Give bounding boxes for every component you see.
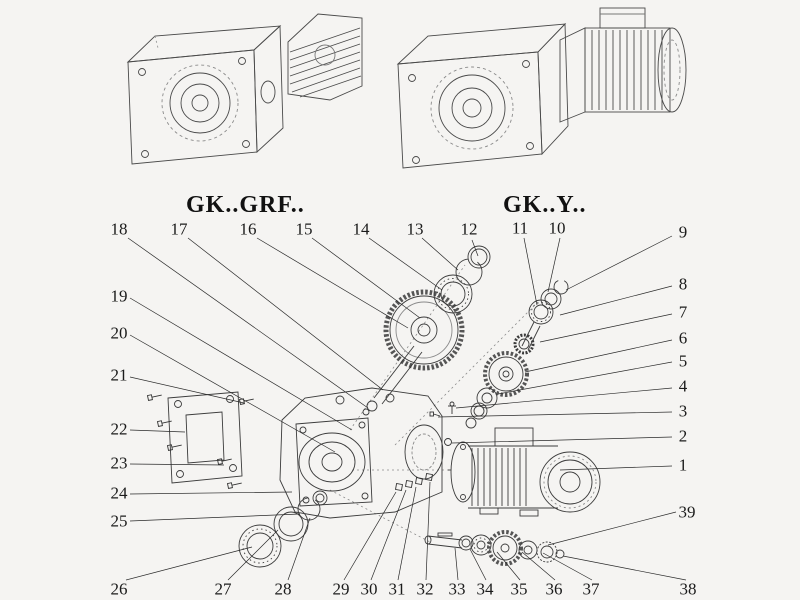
callout-21: 21 (110, 365, 128, 385)
callout-23: 23 (110, 453, 128, 473)
callout-8: 8 (678, 274, 688, 294)
mounting-flange-plate (167, 391, 243, 484)
callout-28: 28 (274, 579, 292, 599)
callout-2: 2 (678, 426, 688, 446)
output-bearing-and-seals (238, 490, 328, 568)
callout-24: 24 (110, 483, 128, 503)
callout-27: 27 (214, 579, 232, 599)
callout-38: 38 (679, 579, 697, 599)
assembly-axis-lines (329, 264, 541, 543)
callout-31: 31 (388, 579, 406, 599)
gear-housing (279, 387, 444, 519)
callout-9: 9 (678, 222, 688, 242)
callout-1: 1 (678, 455, 688, 475)
callout-11: 11 (511, 218, 529, 238)
electric-motor (448, 427, 601, 517)
callout-29: 29 (332, 579, 350, 599)
callout-5: 5 (678, 351, 688, 371)
pinion-shaft-assembly (465, 279, 569, 429)
exploded-view-drawing (146, 245, 601, 568)
callout-7: 7 (678, 302, 688, 322)
callout-37: 37 (582, 579, 600, 599)
callout-39: 39 (678, 502, 696, 522)
callout-30: 30 (360, 579, 378, 599)
callout-25: 25 (110, 511, 128, 531)
callout-19: 19 (110, 286, 128, 306)
leader-lines (125, 235, 687, 581)
callout-20: 20 (110, 323, 128, 343)
callout-16: 16 (239, 219, 257, 239)
callout-36: 36 (545, 579, 563, 599)
callout-4: 4 (678, 376, 688, 396)
callout-32: 32 (416, 579, 434, 599)
callout-34: 34 (476, 579, 494, 599)
callout-10: 10 (548, 218, 566, 238)
callout-3: 3 (678, 401, 688, 421)
mounting-bolts (146, 394, 254, 489)
callout-15: 15 (295, 219, 313, 239)
callout-26: 26 (110, 579, 128, 599)
callout-33: 33 (448, 579, 466, 599)
input-bearing-and-rings (433, 245, 491, 314)
output-shaft-assembly (424, 530, 565, 566)
callout-17: 17 (170, 219, 188, 239)
housing-hardware (395, 401, 456, 491)
callout-18: 18 (110, 219, 128, 239)
main-gear-and-shaft (362, 289, 465, 416)
model-label-grf: GK..GRF.. (186, 192, 305, 218)
model-label-y: GK..Y.. (503, 192, 587, 218)
gearbox-grf-illustration (126, 13, 363, 165)
gearbox-y-illustration (396, 7, 687, 169)
callout-12: 12 (460, 219, 478, 239)
callout-14: 14 (352, 219, 370, 239)
callout-6: 6 (678, 328, 688, 348)
callout-35: 35 (510, 579, 528, 599)
callout-22: 22 (110, 419, 128, 439)
callout-13: 13 (406, 219, 424, 239)
